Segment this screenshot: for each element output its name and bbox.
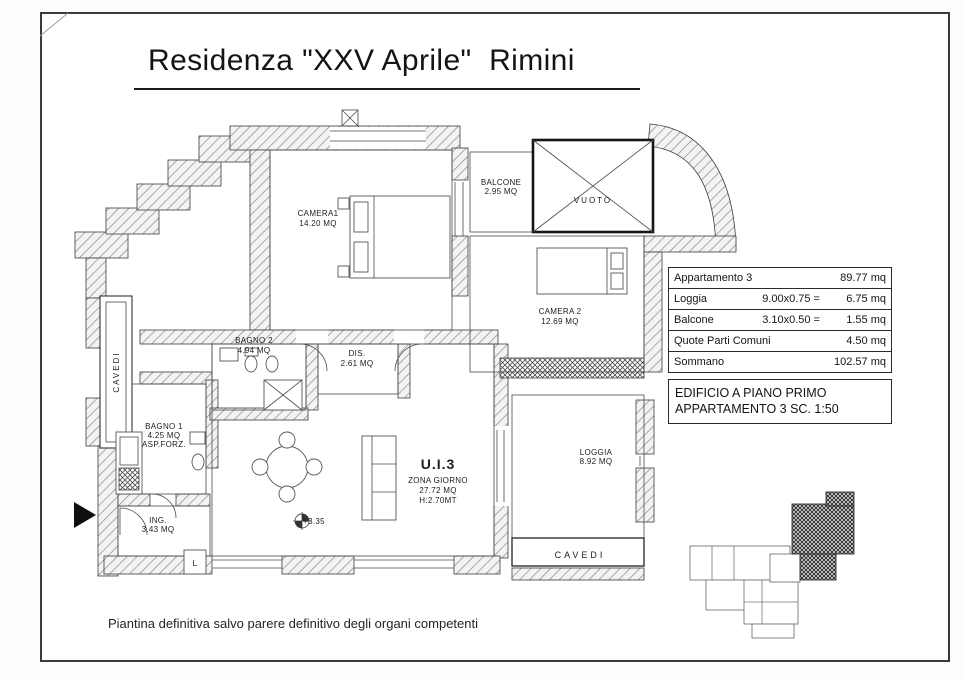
sofa: [361, 435, 397, 521]
table-row: Sommano 102.57 mq: [668, 351, 892, 373]
footer-note: Piantina definitiva salvo parere definit…: [108, 616, 478, 631]
page-title: Residenza "XXV Aprile" Rimini: [148, 44, 575, 77]
wardrobe-strip: [499, 357, 645, 379]
row-label: Loggia: [674, 293, 708, 305]
row-label: Balcone: [674, 314, 714, 326]
ing-area: 3.43 MQ: [142, 525, 175, 534]
row-value: 89.77 mq: [840, 272, 886, 284]
balcone-area: 2.95 MQ: [485, 187, 518, 196]
room-outlines: [99, 138, 655, 567]
cavedi-bottom-box: [511, 537, 645, 567]
zona-giorno-area: 27.72 MQ: [419, 486, 457, 495]
key-plan: [689, 491, 855, 639]
row-calc: 3.10x0.50 =: [762, 314, 820, 326]
bagno2-area: 4.94 MQ: [238, 346, 271, 355]
dis-name: DIS.: [349, 349, 366, 358]
exterior-walls: [74, 109, 737, 581]
room-camera1: [269, 149, 453, 331]
level-mark: +3.35: [293, 512, 325, 530]
bagno1-note: ASP.FORZ.: [142, 440, 186, 449]
row-value: 1.55 mq: [846, 314, 886, 326]
bagno1-name: BAGNO 1: [145, 422, 183, 431]
entrance-arrow-icon: [74, 502, 96, 528]
vuoto-name: VUOTO: [574, 196, 612, 205]
cavedi-left-label: CAVEDI: [112, 351, 121, 392]
camera2-name: CAMERA 2: [539, 307, 582, 316]
row-label: Appartamento 3: [674, 272, 753, 284]
lift: L: [183, 549, 207, 575]
balcone-name: BALCONE: [481, 178, 521, 187]
floor-plan: L +3.35 CAMERA1 14.20 MQ BALCONE 2.95 MQ: [74, 109, 737, 581]
dis-area: 2.61 MQ: [341, 359, 374, 368]
title-underline: [134, 88, 640, 90]
rounded-corner-wall: [647, 123, 737, 249]
key-plan-unit-highlight: [791, 503, 855, 555]
lift-label: L: [193, 559, 198, 568]
loggia-area: 8.92 MQ: [580, 457, 613, 466]
bagno1-area: 4.25 MQ: [148, 431, 181, 440]
vuoto-shaft: [531, 138, 655, 234]
table-row: Quote Parti Comuni 4.50 mq: [668, 330, 892, 352]
room-loggia: [511, 394, 645, 539]
row-value: 102.57 mq: [834, 356, 886, 368]
loggia-name: LOGGIA: [580, 448, 613, 457]
drawing-caption: EDIFICIO A PIANO PRIMO APPARTAMENTO 3 SC…: [668, 379, 892, 424]
camera2-door-arc: [394, 343, 423, 372]
room-camera2: [469, 235, 645, 373]
caption-line2: APPARTAMENTO 3 SC. 1:50: [675, 402, 839, 417]
camera2-area: 12.69 MQ: [541, 317, 579, 326]
row-label: Quote Parti Comuni: [674, 335, 771, 347]
scan-fold-mark: [39, 12, 69, 37]
zona-giorno-name: ZONA GIORNO: [408, 476, 468, 485]
dining-table: [251, 431, 323, 503]
camera1-name: CAMERA1: [298, 209, 339, 218]
unit-label: U.I.3: [421, 456, 456, 472]
caption-line1: EDIFICIO A PIANO PRIMO: [675, 386, 827, 400]
bagno2-name: BAGNO 2: [235, 336, 273, 345]
table-row: Balcone 3.10x0.50 = 1.55 mq: [668, 309, 892, 331]
level-mark-label: +3.35: [303, 517, 325, 526]
room-labels: CAMERA1 14.20 MQ BALCONE 2.95 MQ VUOTO C…: [112, 178, 613, 560]
doors: [119, 343, 423, 536]
ing-name: ING.: [149, 516, 167, 525]
bagno1-fixtures: [115, 431, 206, 495]
zona-giorno-height: H:2.70MT: [419, 496, 457, 505]
bagno1-door-arc: [151, 493, 177, 519]
vent-symbol: [341, 109, 359, 127]
room-ing: [117, 505, 211, 557]
row-value: 4.50 mq: [846, 335, 886, 347]
row-label: Sommano: [674, 356, 725, 368]
table-row: Loggia 9.00x0.75 = 6.75 mq: [668, 288, 892, 310]
bagno2-fixtures: [219, 347, 303, 411]
furniture: L +3.35: [115, 195, 628, 575]
entry-door-arc: [119, 507, 148, 536]
camera1-door-arc: [299, 343, 328, 372]
room-zona-giorno: [211, 343, 495, 557]
table-row: Appartamento 3 89.77 mq: [668, 267, 892, 289]
row-value: 6.75 mq: [846, 293, 886, 305]
summary-table: Appartamento 3 89.77 mq Loggia 9.00x0.75…: [668, 267, 892, 424]
cavedi-bottom-label: CAVEDI: [555, 550, 606, 560]
camera1-area: 14.20 MQ: [299, 219, 337, 228]
row-calc: 9.00x0.75 =: [762, 293, 820, 305]
